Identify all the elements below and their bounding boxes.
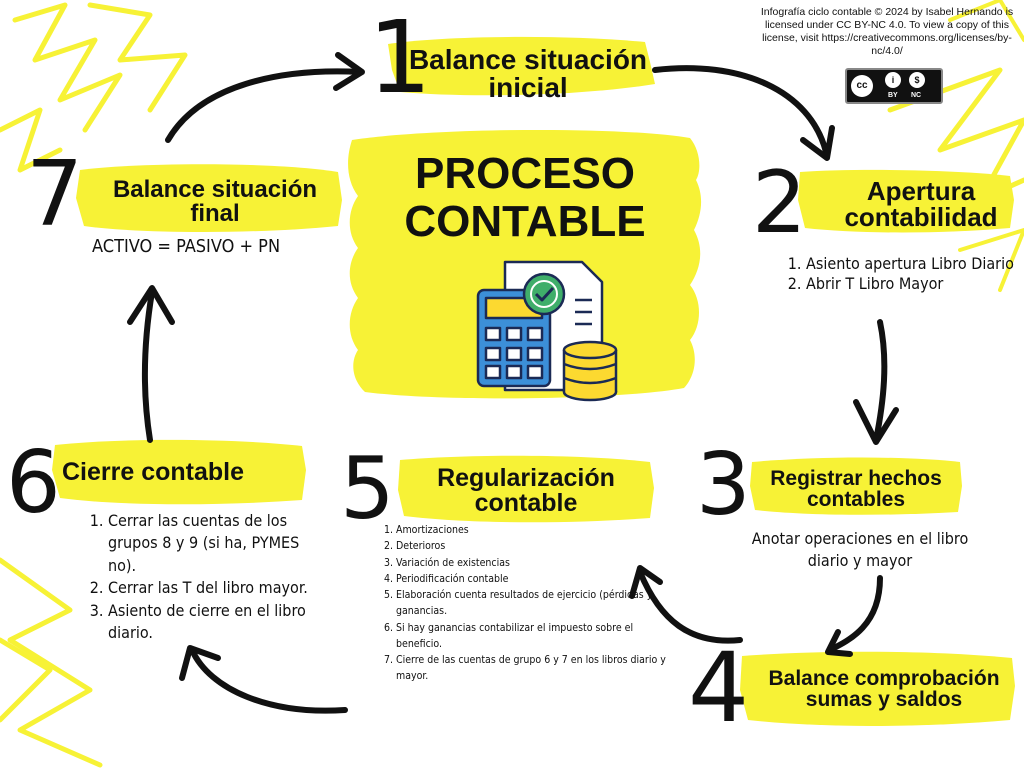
list-item: Si hay ganancias contabilizar el impuest… xyxy=(396,620,674,653)
list-item: Asiento de cierre en el libro diario. xyxy=(108,600,318,645)
step-5-list: Amortizaciones Deterioros Variación de e… xyxy=(378,522,674,685)
calculator-icon xyxy=(476,288,552,388)
step-6-title: Cierre contable xyxy=(62,458,245,486)
step-4-number: 4 xyxy=(688,632,749,744)
list-item: Cerrar las T del libro mayor. xyxy=(108,577,318,599)
arrow-icon xyxy=(629,565,743,644)
cc-icon: cc xyxy=(851,75,873,97)
accounting-icon xyxy=(476,260,618,402)
step-6-list: Cerrar las cuentas de los grupos 8 y 9 (… xyxy=(90,510,318,644)
list-item: Asiento apertura Libro Diario xyxy=(806,254,1024,274)
checkmark-icon xyxy=(522,272,566,316)
noncommercial-icon: $ xyxy=(909,72,925,88)
list-item: Variación de existencias xyxy=(396,555,674,571)
badge-by: BY xyxy=(888,92,898,99)
arrow-icon xyxy=(179,645,348,714)
step-7-number: 7 xyxy=(26,142,83,247)
step-5-title: Regularización contable xyxy=(437,464,615,517)
list-item: Periodificación contable xyxy=(396,571,674,587)
step-1-number: 1 xyxy=(368,0,432,116)
badge-nc: NC xyxy=(911,92,922,99)
step-2-number: 2 xyxy=(752,153,807,253)
step-2-list: Asiento apertura Libro Diario Abrir T Li… xyxy=(788,254,1024,294)
highlight-swashes xyxy=(52,36,1015,726)
step-7-title: Balance situación final xyxy=(112,176,318,227)
step-1-title: Balance situación inicial xyxy=(408,44,648,103)
step-4-title: Balance comprobación sumas y saldos xyxy=(768,667,1000,711)
coin-stack-icon xyxy=(562,340,618,402)
list-item: Abrir T Libro Mayor xyxy=(806,274,1024,294)
list-item: Elaboración cuenta resultados de ejercic… xyxy=(396,587,674,620)
step-2-title: Apertura contabilidad xyxy=(844,176,998,232)
step-7-note: ACTIVO = PASIVO + PN xyxy=(92,236,281,257)
step-5-number: 5 xyxy=(340,439,395,539)
step-3-note: Anotar operaciones en el libro diario y … xyxy=(751,529,969,571)
list-item: Amortizaciones xyxy=(396,522,674,538)
main-title: PROCESO CONTABLE xyxy=(404,149,646,246)
arrow-icon xyxy=(825,575,883,657)
person-icon: i xyxy=(885,72,901,88)
arrow-icon xyxy=(127,285,175,443)
step-3-title: Registrar hechos contables xyxy=(770,467,942,511)
arrow-icon xyxy=(652,65,835,161)
arrow-icon xyxy=(853,319,899,445)
cc-license-badge[interactable]: cc i $ BY NC xyxy=(845,68,943,104)
list-item: Cerrar las cuentas de los grupos 8 y 9 (… xyxy=(108,510,318,577)
license-credit: Infografía ciclo contable © 2024 by Isab… xyxy=(760,6,1014,58)
flow-arrows xyxy=(127,52,899,714)
list-item: Cierre de las cuentas de grupo 6 y 7 en … xyxy=(396,652,674,685)
list-item: Deterioros xyxy=(396,538,674,554)
step-3-number: 3 xyxy=(696,435,751,535)
step-6-number: 6 xyxy=(6,433,61,533)
arrow-icon xyxy=(165,52,365,143)
